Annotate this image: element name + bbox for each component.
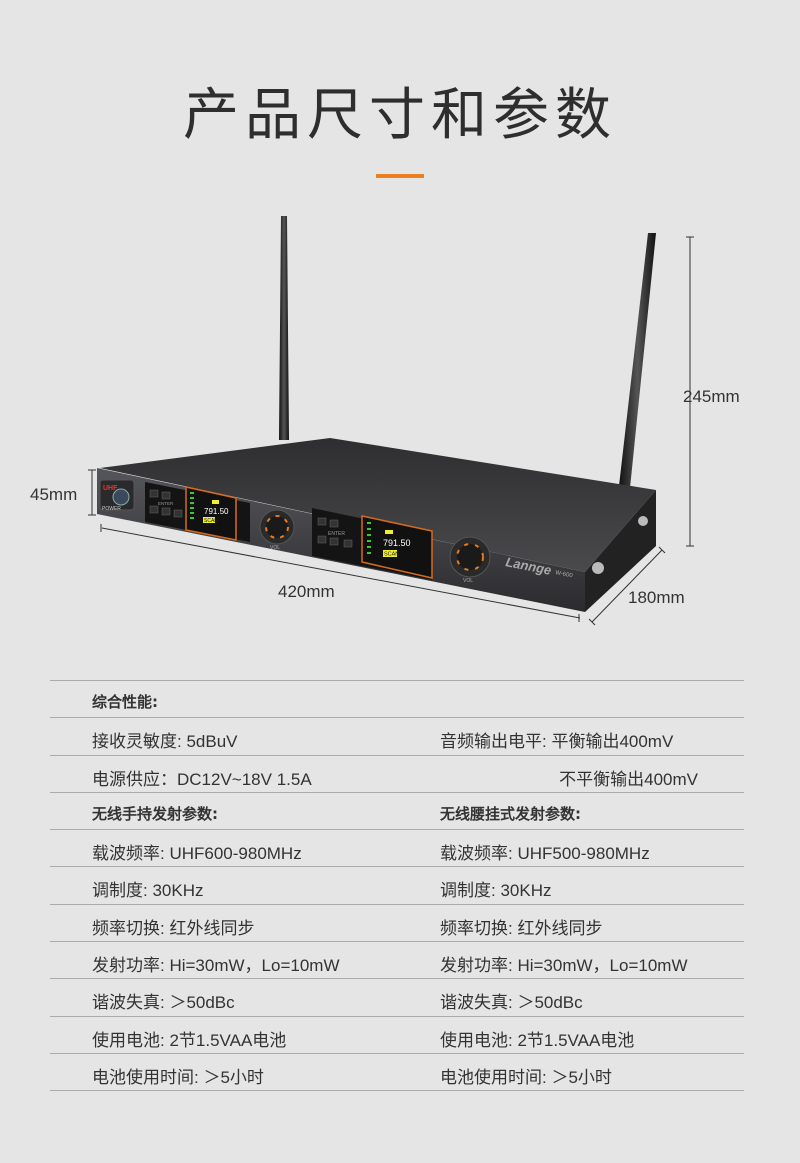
antenna-right — [619, 233, 656, 488]
spec-table: 综合性能: 接收灵敏度: 5dBuV 音频输出电平: 平衡输出400mV 电源供应… — [50, 680, 744, 1092]
spec-battery-left: 使用电池: 2节1.5VAA电池 — [92, 1030, 287, 1050]
spec-modulation-left: 调制度: 30KHz — [92, 881, 204, 901]
vol-label-2: VOL — [463, 578, 473, 584]
vol-label-1: VOL — [270, 545, 280, 551]
table-row: 频率切换: 红外线同步 频率切换: 红外线同步 — [50, 903, 744, 941]
power-label: POWER — [102, 506, 121, 512]
table-row: 电池使用时间: ＞5小时 电池使用时间: ＞5小时 — [50, 1052, 744, 1092]
spec-heading-row: 无线手持发射参数: 无线腰挂式发射参数: — [50, 791, 744, 829]
table-row: 使用电池: 2节1.5VAA电池 使用电池: 2节1.5VAA电池 — [50, 1015, 744, 1053]
spec-battery-right: 使用电池: 2节1.5VAA电池 — [440, 1030, 635, 1050]
bodypack-heading: 无线腰挂式发射参数: — [440, 804, 581, 823]
spec-carrier-right: 载波频率: UHF500-980MHz — [440, 844, 650, 864]
table-row: 载波频率: UHF600-980MHz 载波频率: UHF500-980MHz — [50, 829, 744, 866]
spec-heading-row: 综合性能: — [50, 680, 744, 717]
scan-label-2: SCAN — [384, 552, 399, 558]
receiver-top — [100, 438, 656, 572]
spec-switching-right: 频率切换: 红外线同步 — [440, 918, 603, 938]
uhf-label: UHF — [103, 485, 118, 492]
table-row: 发射功率: Hi=30mW，Lo=10mW 发射功率: Hi=30mW，Lo=10… — [50, 941, 744, 978]
spec-tx-power-right: 发射功率: Hi=30mW，Lo=10mW — [440, 956, 688, 976]
antenna-height-dimension: 245mm — [683, 387, 740, 406]
spec-power-supply: 电源供应：DC12V~18V 1.5A — [92, 769, 312, 789]
spec-unbalanced-output: 不平衡输出400mV — [559, 769, 698, 789]
product-image-receiver: UHF POWER 791.50 SCAN ENTER VOL 791.50 S… — [88, 216, 694, 626]
spec-modulation-right: 调制度: 30KHz — [440, 881, 552, 901]
table-row: 电源供应：DC12V~18V 1.5A 不平衡输出400mV — [50, 754, 744, 792]
enter-label-1: ENTER — [158, 501, 174, 506]
model-label: W-600 — [555, 570, 574, 579]
height-dimension: 45mm — [30, 485, 78, 504]
title-accent-bar — [376, 174, 424, 178]
general-heading: 综合性能: — [92, 693, 158, 711]
spec-battery-life-left: 电池使用时间: ＞5小时 — [92, 1067, 264, 1087]
spec-sensitivity: 接收灵敏度: 5dBuV — [92, 732, 238, 752]
antenna-left — [279, 216, 289, 440]
table-row: 谐波失真: ＞50dBc 谐波失真: ＞50dBc — [50, 978, 744, 1015]
table-row: 调制度: 30KHz 调制度: 30KHz — [50, 866, 744, 903]
depth-dimension: 180mm — [628, 588, 685, 607]
spec-carrier-left: 载波频率: UHF600-980MHz — [92, 844, 302, 864]
width-dimension: 420mm — [278, 582, 335, 601]
enter-label-2: ENTER — [328, 531, 345, 537]
spec-switching-left: 频率切换: 红外线同步 — [92, 918, 255, 938]
frequency-display-2: 791.50 — [383, 538, 411, 548]
scan-label-1: SCAN — [204, 518, 218, 524]
handheld-heading: 无线手持发射参数: — [92, 804, 218, 823]
page-title: 产品尺寸和参数 — [183, 83, 617, 148]
frequency-display-1: 791.50 — [204, 507, 229, 516]
spec-distortion-right: 谐波失真: ＞50dBc — [440, 993, 583, 1013]
spec-tx-power-left: 发射功率: Hi=30mW，Lo=10mW — [92, 956, 340, 976]
spec-battery-life-right: 电池使用时间: ＞5小时 — [440, 1067, 612, 1087]
spec-distortion-left: 谐波失真: ＞50dBc — [92, 993, 235, 1013]
table-row: 接收灵敏度: 5dBuV 音频输出电平: 平衡输出400mV — [50, 717, 744, 754]
spec-audio-output: 音频输出电平: 平衡输出400mV — [440, 732, 674, 752]
